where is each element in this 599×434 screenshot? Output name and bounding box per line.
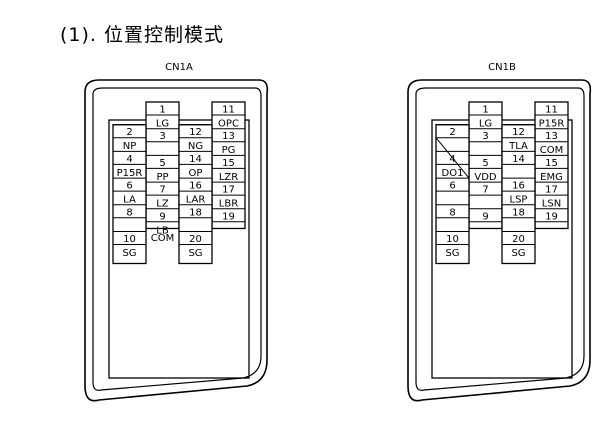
pin-signal: LBR (219, 199, 238, 210)
pin-signal: SG (445, 248, 459, 259)
pin-number: 3 (159, 131, 165, 142)
pin-signal: OP (189, 168, 203, 179)
pin-number: 20 (189, 234, 202, 245)
pin-number: 13 (545, 131, 558, 142)
connector-name: CN1A (165, 62, 193, 73)
pin-number: 10 (123, 234, 136, 245)
pin-signal: LSP (510, 195, 528, 206)
pin-number: 10 (446, 234, 459, 245)
pin-signal: SG (511, 248, 525, 259)
pin-number: 15 (222, 158, 235, 169)
pin-number: 14 (189, 154, 202, 165)
pin-signal: VDD (474, 172, 497, 183)
pin-number: 17 (222, 185, 235, 196)
pin-number: 16 (189, 181, 202, 192)
pin-number: 2 (126, 127, 132, 138)
pin-signal: LZ (156, 199, 169, 210)
connector-housing-inner (92, 87, 262, 391)
pin-signal: SG (188, 248, 202, 259)
page-title: (1). 位置控制模式 (60, 24, 224, 46)
pin-number: 8 (449, 207, 455, 218)
pin-unused-mark (435, 137, 470, 179)
pin-signal: LG (479, 119, 492, 130)
pin-signal: LSN (542, 199, 561, 210)
pin-number: 3 (482, 131, 488, 142)
pin-signal: LZR (219, 172, 238, 183)
pin-signal: LAR (186, 195, 206, 206)
pin-number: 12 (512, 127, 525, 138)
pin-number: 14 (512, 154, 525, 165)
connector-housing (407, 79, 592, 402)
connector-housing-inner (415, 87, 585, 391)
pin-number: 18 (189, 207, 202, 218)
pin-number: 6 (126, 181, 132, 192)
pin-signal: EMG (540, 172, 563, 183)
pin-signal: TLA (508, 141, 528, 152)
pin-signal: PP (156, 172, 168, 183)
connector-name: CN1B (488, 62, 516, 73)
pin-signal: DO1 (442, 168, 464, 179)
pin-number: 9 (482, 211, 488, 222)
pin-number: 9 (159, 211, 165, 222)
pin-number: 16 (512, 181, 525, 192)
pin-number: 1 (159, 105, 165, 116)
pin-signal: LB (156, 225, 169, 236)
pin-number: 4 (126, 154, 132, 165)
pin-signal: OPC (218, 119, 239, 130)
pin-signal: P15R (539, 119, 565, 130)
pin-number: 19 (222, 211, 235, 222)
pin-number: 4 (449, 154, 455, 165)
pin-number: 15 (545, 158, 558, 169)
pin-number: 6 (449, 181, 455, 192)
pin-number: 1 (482, 105, 488, 116)
pin-column (501, 124, 536, 265)
pin-signal: COM (540, 145, 563, 156)
pin-number: 2 (449, 127, 455, 138)
pin-signal: LA (123, 195, 136, 206)
pin-signal: NP (123, 141, 137, 152)
pin-column (435, 124, 470, 265)
pin-column (468, 101, 503, 230)
pin-signal-shared: COM (151, 233, 174, 244)
pin-signal: P15R (117, 168, 143, 179)
connector-housing (84, 79, 269, 402)
pin-number: 5 (159, 158, 165, 169)
pin-column (145, 101, 180, 230)
pin-number: 8 (126, 207, 132, 218)
pin-number: 12 (189, 127, 202, 138)
pin-column (534, 101, 569, 230)
pin-number: 5 (482, 158, 488, 169)
pin-signal: NG (188, 141, 203, 152)
pin-number: 19 (545, 211, 558, 222)
pin-number: 7 (482, 185, 488, 196)
pin-number: 7 (159, 185, 165, 196)
pin-signal: PG (222, 145, 236, 156)
pin-signal: SG (122, 248, 136, 259)
pin-number: 13 (222, 131, 235, 142)
pin-signal: LG (156, 119, 169, 130)
pin-number: 20 (512, 234, 525, 245)
pin-number: 11 (545, 105, 558, 116)
pin-number: 11 (222, 105, 235, 116)
pin-number: 18 (512, 207, 525, 218)
pin-number: 17 (545, 185, 558, 196)
